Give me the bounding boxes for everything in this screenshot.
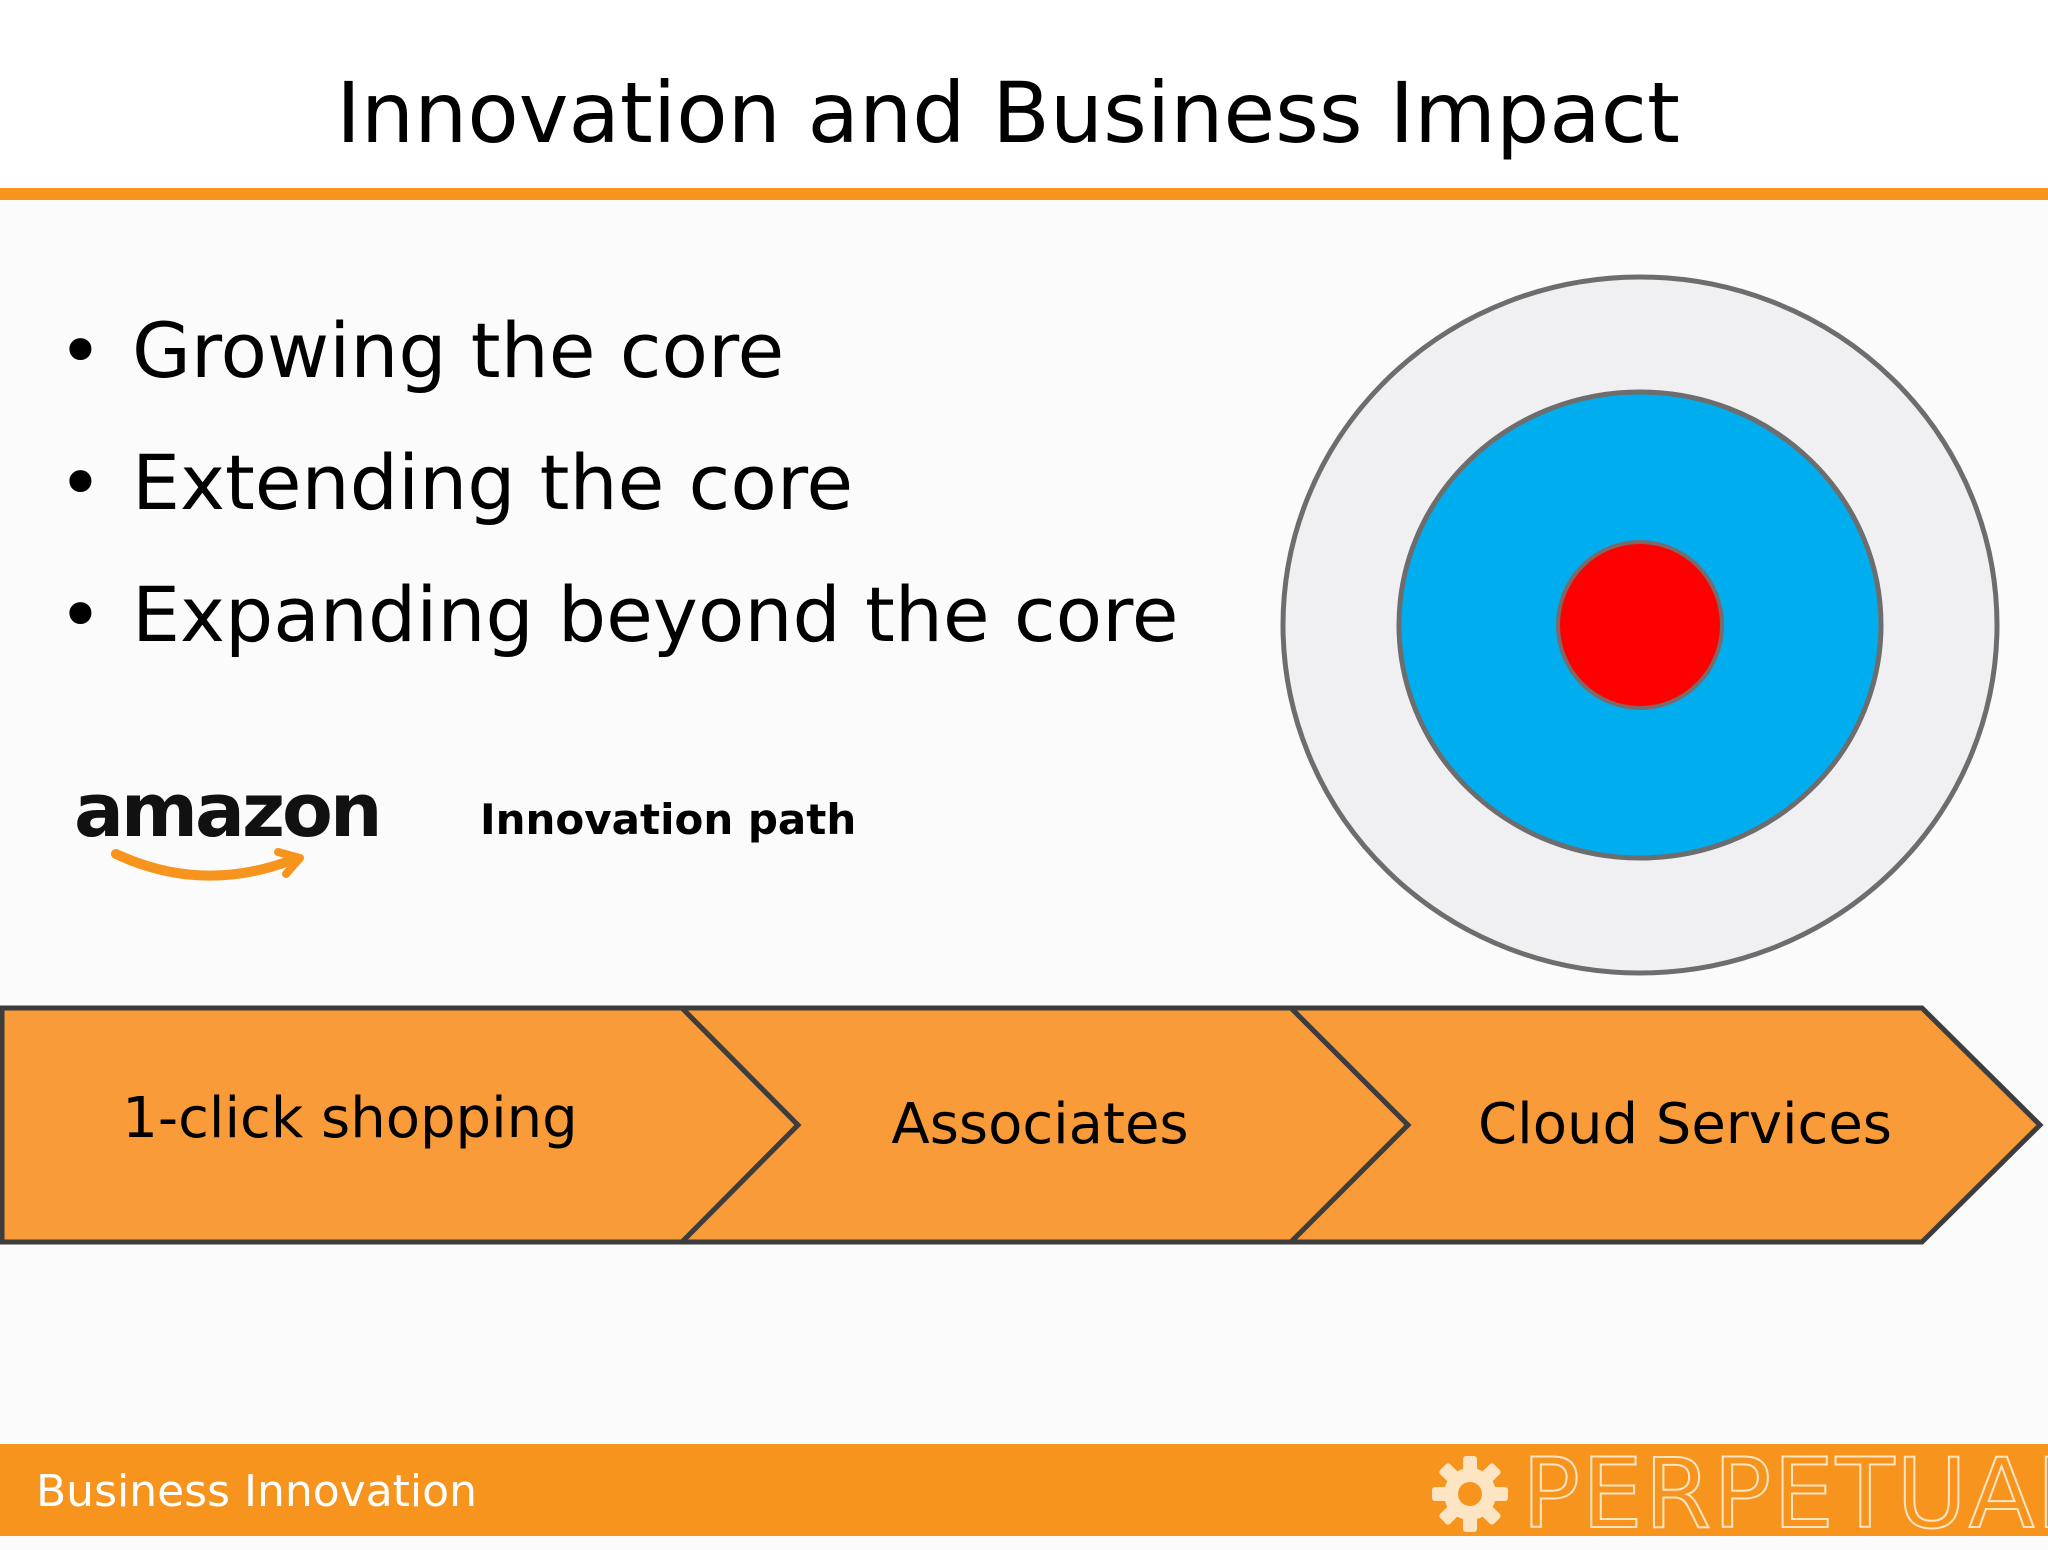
- bullseye-center: [1556, 540, 1724, 710]
- bullet-item: • Growing the core: [50, 285, 1178, 417]
- amazon-logo: amazon: [74, 770, 383, 881]
- footer-title: Business Innovation: [36, 1466, 477, 1517]
- brand-wordmark: PERPETUAL: [1521, 1438, 2048, 1550]
- brand-logo: PERPETUAL: [1430, 1445, 2048, 1543]
- chevron-label: 1-click shopping: [122, 1086, 578, 1151]
- footer-bar: Business Innovation PERPETUAL: [0, 1444, 2048, 1543]
- amazon-wordmark: amazon: [74, 770, 380, 854]
- bullet-text: Extending the core: [132, 438, 854, 527]
- bullet-list: • Growing the core • Extending the core …: [50, 285, 1178, 681]
- slide-header: Innovation and Business Impact: [0, 0, 2048, 188]
- chevron-label: Associates: [891, 1092, 1189, 1157]
- innovation-path: 1-click shopping Associates Cloud Servic…: [0, 998, 2048, 1254]
- chevron-step-3: [1284, 1005, 2044, 1245]
- slide-title: Innovation and Business Impact: [336, 64, 1680, 162]
- amazon-smile-icon: [111, 849, 297, 881]
- bullet-text: Expanding beyond the core: [132, 570, 1179, 659]
- bullet-dot-icon: •: [58, 438, 103, 527]
- bullet-text: Growing the core: [132, 306, 785, 395]
- bullet-dot-icon: •: [58, 570, 103, 659]
- bullet-dot-icon: •: [58, 306, 103, 395]
- chevron-label: Cloud Services: [1478, 1092, 1892, 1157]
- chevron-shapes: [0, 1005, 2044, 1245]
- target-rings-icon: [1280, 274, 2000, 976]
- title-divider: [0, 188, 2048, 200]
- amazon-arrow-icon: [274, 848, 304, 878]
- innovation-path-label: Innovation path: [480, 795, 857, 844]
- gear-icon: [1432, 1456, 1508, 1532]
- bullet-item: • Extending the core: [50, 417, 1178, 549]
- bullet-item: • Expanding beyond the core: [50, 549, 1178, 681]
